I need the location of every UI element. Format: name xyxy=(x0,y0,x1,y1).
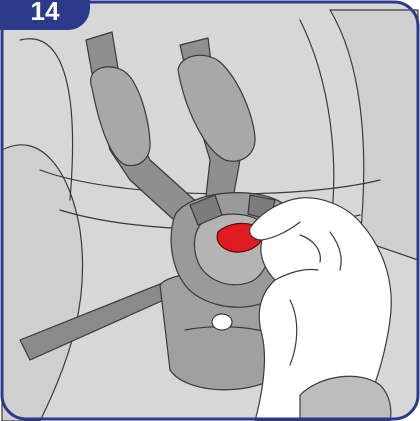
step-number-badge: 14 xyxy=(0,0,90,30)
step-number: 14 xyxy=(31,0,60,22)
strap-loop xyxy=(212,314,232,330)
